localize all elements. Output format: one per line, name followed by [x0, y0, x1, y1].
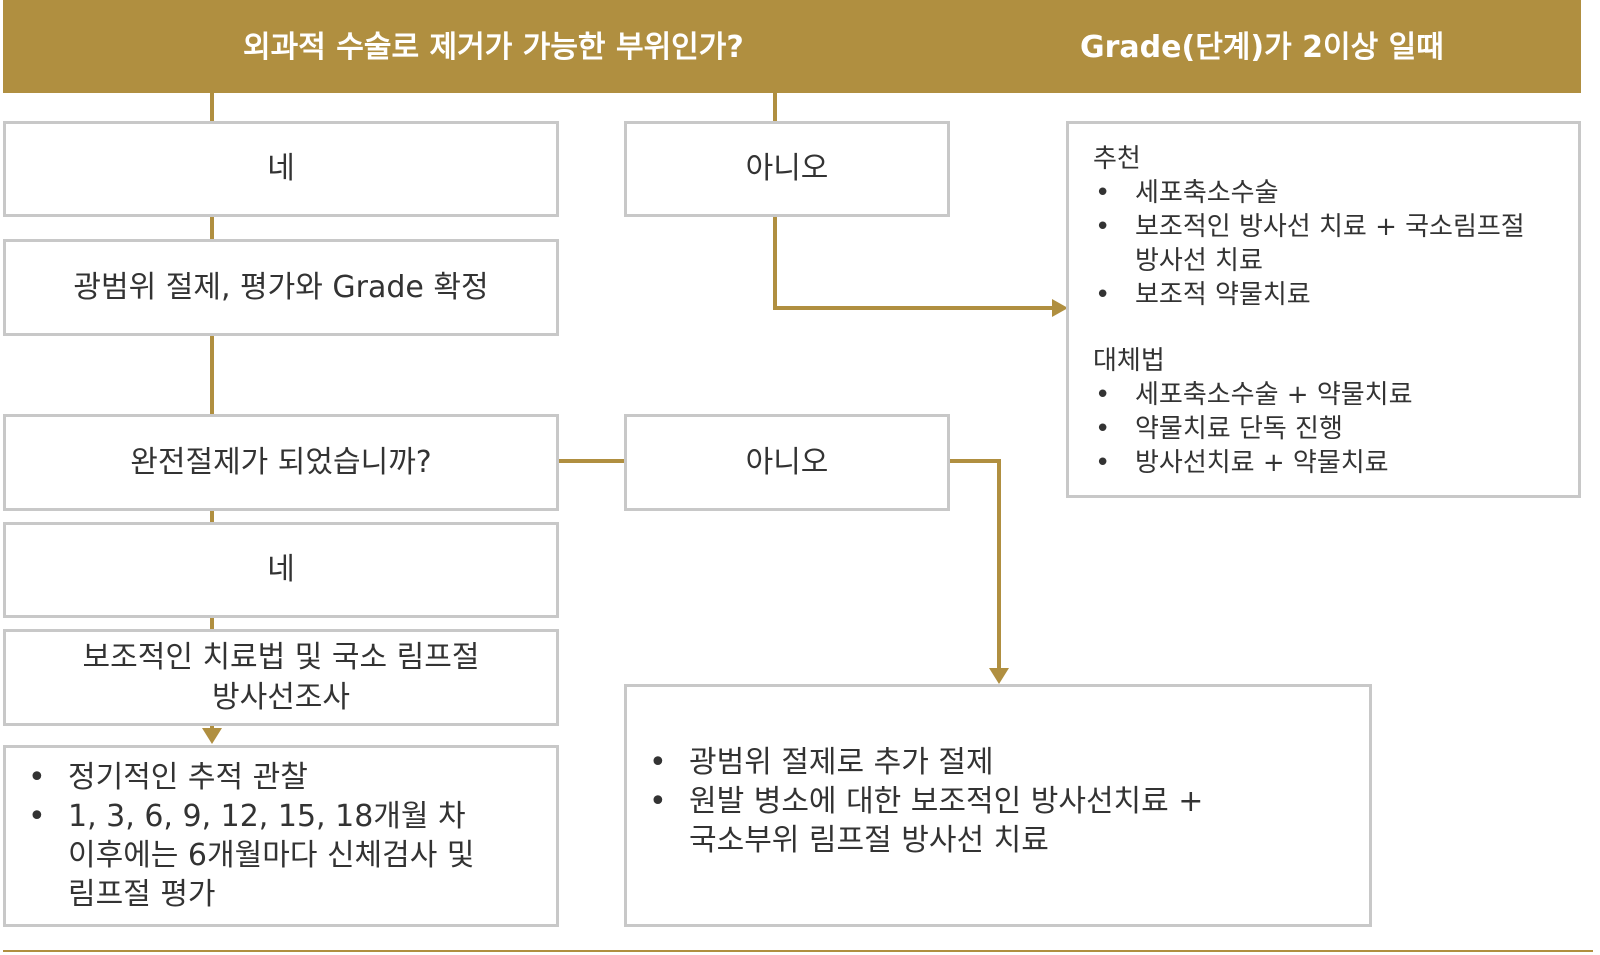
connector-no1-down — [773, 215, 777, 310]
recommended-item: • 보조적 약물치료 — [1093, 278, 1578, 312]
connector-excision-complete — [210, 334, 214, 416]
connector-yes1-excision — [210, 215, 214, 241]
recommended-line: 보조적 약물치료 — [1135, 280, 1311, 310]
additional-treatment-item: • 광범위 절제로 추가 절제 — [647, 743, 1369, 782]
no-box-1: 아니오 — [624, 121, 950, 217]
adjuvant-box: 보조적인 치료법 및 국소 림프절 방사선조사 — [3, 629, 559, 726]
connector-complete-yes2 — [210, 509, 214, 524]
excision-box: 광범위 절제, 평가와 Grade 확정 — [3, 239, 559, 336]
bullet: • — [1095, 280, 1111, 310]
connector-complete-no2 — [556, 459, 626, 463]
connector-header-no1 — [773, 93, 777, 123]
connector-header-yes1 — [210, 93, 214, 123]
alternative-title: 대체법 — [1093, 346, 1165, 376]
followup-line: 림프절 평가 — [68, 877, 216, 912]
bullet: • — [1095, 380, 1111, 410]
recommended-title: 추천 — [1093, 144, 1141, 174]
connector-no2-down — [997, 459, 1001, 669]
additional-treatment-item: • 원발 병소에 대한 보조적인 방사선치료 + 국소부위 림프절 방사선 치료 — [647, 782, 1369, 860]
additional-treatment-line: 국소부위 림프절 방사선 치료 — [689, 823, 1049, 858]
recommended-line: 보조적인 방사선 치료 + 국소림프절 — [1135, 212, 1525, 242]
adjuvant-line-2: 방사선조사 — [212, 679, 350, 715]
footer-divider — [3, 950, 1593, 952]
alternative-item: • 방사선치료 + 약물치료 — [1093, 446, 1578, 480]
additional-treatment-line: 광범위 절제로 추가 절제 — [689, 745, 994, 780]
arrowhead-right — [1052, 299, 1068, 317]
alternative-line: 세포축소수술 + 약물치료 — [1135, 380, 1413, 410]
yes-label-2: 네 — [267, 552, 295, 587]
followup-item: • 정기적인 추적 관찰 — [26, 758, 556, 797]
no-label-1: 아니오 — [745, 151, 829, 186]
no-box-2: 아니오 — [624, 414, 950, 511]
bullet: • — [1095, 414, 1111, 444]
alternative-list: • 세포축소수술 + 약물치료 • 약물치료 단독 진행 • 방사선치료 + 약물치료 — [1093, 378, 1578, 480]
alternative-item: • 세포축소수술 + 약물치료 — [1093, 378, 1578, 412]
followup-line: 정기적인 추적 관찰 — [68, 760, 308, 795]
recommended-item: • 세포축소수술 — [1093, 176, 1578, 210]
alternative-item: • 약물치료 단독 진행 — [1093, 412, 1578, 446]
complete-excision-question-box: 완전절제가 되었습니까? — [3, 414, 559, 511]
bullet: • — [28, 799, 46, 834]
additional-treatment-box: • 광범위 절제로 추가 절제 • 원발 병소에 대한 보조적인 방사선치료 + 국소… — [624, 684, 1372, 927]
alternative-line: 방사선치료 + 약물치료 — [1135, 448, 1389, 478]
no-label-2: 아니오 — [745, 444, 829, 480]
recommended-line: 세포축소수술 — [1135, 178, 1279, 208]
header-bar — [3, 0, 1581, 93]
complete-excision-question: 완전절제가 되었습니까? — [130, 444, 432, 480]
bullet: • — [1095, 448, 1111, 478]
bullet: • — [649, 784, 667, 819]
bullet: • — [28, 760, 46, 795]
recommended-line: 방사선 치료 — [1135, 246, 1263, 276]
connector-no2-right — [948, 459, 1001, 463]
additional-treatment-line: 원발 병소에 대한 보조적인 방사선치료 + — [689, 784, 1204, 819]
adjuvant-line-1: 보조적인 치료법 및 국소 림프절 — [82, 639, 480, 675]
yes-box-2: 네 — [3, 522, 559, 618]
yes-box-1: 네 — [3, 121, 559, 217]
arrowhead-down-bottom-right — [989, 668, 1009, 684]
connector-yes2-adjuvant — [210, 616, 214, 631]
followup-line: 1, 3, 6, 9, 12, 15, 18개월 차 — [68, 799, 466, 834]
header-question: 외과적 수술로 제거가 가능한 부위인가? — [243, 30, 744, 65]
yes-label-1: 네 — [267, 151, 295, 186]
bullet: • — [649, 745, 667, 780]
additional-treatment-list: • 광범위 절제로 추가 절제 • 원발 병소에 대한 보조적인 방사선치료 + 국소… — [647, 743, 1369, 860]
arrowhead-down-followup — [202, 728, 222, 744]
header-grade-condition: Grade(단계)가 2이상 일때 — [1080, 30, 1444, 65]
connector-no1-right — [773, 306, 1056, 310]
excision-label: 광범위 절제, 평가와 Grade 확정 — [73, 269, 489, 305]
followup-line: 이후에는 6개월마다 신체검사 및 — [68, 838, 475, 873]
alternative-line: 약물치료 단독 진행 — [1135, 414, 1343, 444]
bullet: • — [1095, 178, 1111, 208]
bullet: • — [1095, 212, 1111, 242]
